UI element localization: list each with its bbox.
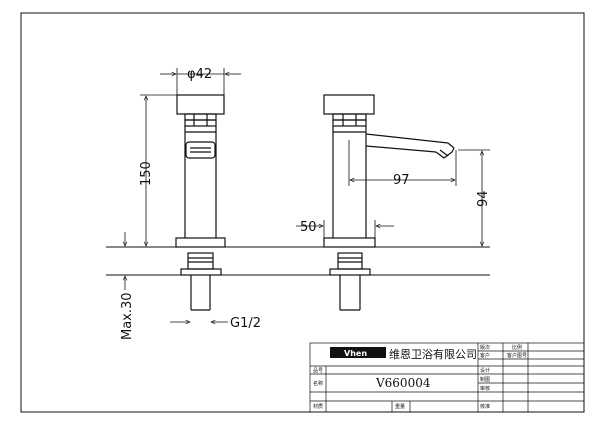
dim-height: [140, 94, 177, 246]
faucet-side-view: [323, 94, 455, 311]
label-customer: 客户: [480, 352, 490, 359]
dim-base-offset-label: 50: [300, 220, 317, 235]
dim-spout-height: [458, 149, 490, 246]
label-name: 名称: [313, 380, 323, 387]
drawing-border: [20, 12, 585, 413]
dim-spout-height-label: 94: [476, 190, 491, 207]
label-version: 版次: [480, 344, 490, 351]
dim-spout-reach-label: 97: [393, 173, 410, 188]
model-number: V660004: [375, 376, 431, 390]
brand-logo: Vhen: [344, 349, 367, 358]
label-customer-no: 客户图号: [507, 352, 527, 359]
label-scale: 比例: [512, 344, 522, 351]
dim-height-label: 150: [139, 161, 154, 186]
company-name: 维恩卫浴有限公司: [389, 347, 477, 361]
label-weight: 重量: [395, 403, 405, 410]
label-approve: 核准: [480, 403, 490, 410]
brand-logo-box: [330, 347, 386, 358]
dim-spout-reach: [348, 140, 457, 186]
dim-thread-label: G1/2: [230, 316, 261, 331]
dim-base-offset: [296, 220, 394, 238]
label-drafting: 制图: [480, 376, 490, 383]
title-block: [309, 342, 585, 413]
label-material: 材质: [313, 403, 323, 410]
label-design: 设计: [480, 367, 490, 374]
label-item-no: 品号: [313, 368, 323, 374]
dim-max-deck-label: Max.30: [120, 292, 135, 340]
dim-top-width-label: φ42: [187, 67, 212, 82]
faucet-front-view: [175, 94, 226, 311]
label-review: 审核: [480, 385, 490, 392]
countertop: [106, 246, 490, 276]
dim-top-width: [160, 68, 241, 95]
